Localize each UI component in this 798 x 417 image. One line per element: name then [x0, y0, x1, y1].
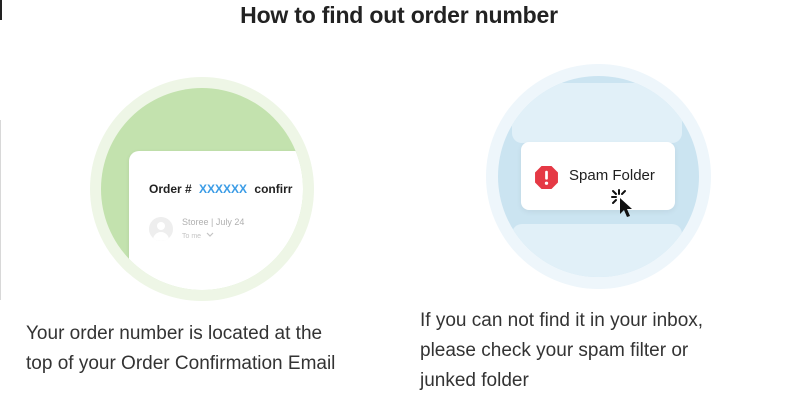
email-recipient: To me: [182, 233, 202, 240]
avatar-shoulders: [153, 232, 169, 241]
spam-illustration: Spam Folder: [486, 64, 711, 289]
folder-card-top: [512, 83, 682, 143]
left-edge-mark: [0, 0, 2, 20]
click-cursor-icon: [611, 189, 632, 217]
left-edge-divider: [0, 120, 1, 300]
user-avatar-icon: [149, 217, 173, 241]
order-subject-suffix: confirr: [254, 182, 293, 196]
order-confirmation-email-card: Order # XXXXXX confirr Storee | July 24 …: [129, 151, 303, 290]
alert-octagon-icon: [535, 166, 558, 189]
order-number-caption-line-1: Your order number is located at the: [26, 323, 323, 344]
avatar-head: [157, 222, 165, 230]
email-illustration-background: Order # XXXXXX confirr Storee | July 24 …: [101, 88, 303, 290]
email-sender: Storee | July 24: [182, 217, 245, 227]
spam-illustration-background: Spam Folder: [498, 76, 699, 277]
order-number-caption-line-2: top of your Order Confirmation Email: [26, 353, 336, 374]
email-recipient-row: To me: [182, 232, 214, 240]
spam-folder-caption-line-2: please check your spam filter or: [420, 340, 689, 361]
order-subject-line: Order # XXXXXX confirr: [149, 182, 292, 196]
email-illustration: Order # XXXXXX confirr Storee | July 24 …: [90, 77, 314, 301]
chevron-down-icon: [206, 232, 214, 237]
order-number-placeholder: XXXXXX: [199, 182, 248, 196]
spam-folder-label: Spam Folder: [569, 167, 655, 184]
spam-folder-card: Spam Folder: [521, 142, 675, 217]
spam-folder-caption-line-3: junked folder: [420, 370, 529, 391]
order-number-caption: Your order number is located at the top …: [26, 319, 386, 379]
spam-folder-caption: If you can not find it in your inbox, pl…: [420, 306, 750, 396]
page-title: How to find out order number: [240, 2, 558, 28]
spam-folder-caption-line-1: If you can not find it in your inbox,: [420, 310, 704, 331]
order-prefix: Order #: [149, 182, 192, 196]
folder-card-bottom: [512, 224, 682, 277]
